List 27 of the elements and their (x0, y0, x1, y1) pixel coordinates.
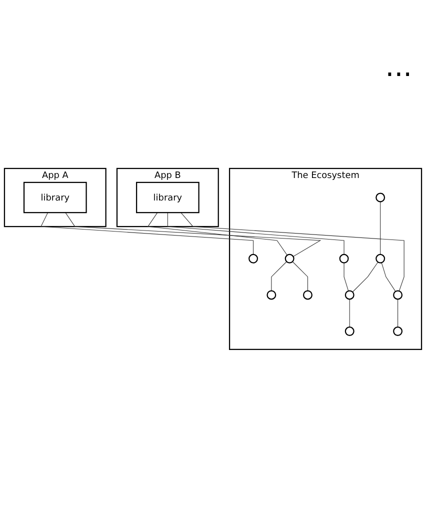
connector (344, 262, 349, 291)
node-circle (339, 253, 349, 263)
node-circle (393, 326, 403, 336)
node-circle (302, 290, 312, 300)
connector (147, 212, 288, 256)
node-circle (344, 326, 354, 336)
connector (380, 200, 381, 254)
node-circle (266, 290, 276, 300)
connector (167, 212, 344, 254)
node-circle (376, 253, 386, 263)
connector (271, 260, 287, 291)
cluster: The Ecosystem (228, 167, 422, 350)
ellipsis-text: ... (385, 50, 412, 83)
connector (381, 262, 396, 292)
connector (292, 260, 308, 291)
node-circle (344, 290, 354, 300)
connector (40, 212, 254, 254)
node-box: library (23, 181, 87, 213)
connector (352, 261, 378, 292)
connector (349, 298, 350, 327)
node-circle (284, 253, 294, 263)
connector (180, 212, 404, 291)
connector (65, 212, 322, 256)
node-box: library (136, 181, 200, 213)
node-circle (248, 253, 258, 263)
node-circle (393, 290, 403, 300)
node-circle (376, 192, 386, 202)
